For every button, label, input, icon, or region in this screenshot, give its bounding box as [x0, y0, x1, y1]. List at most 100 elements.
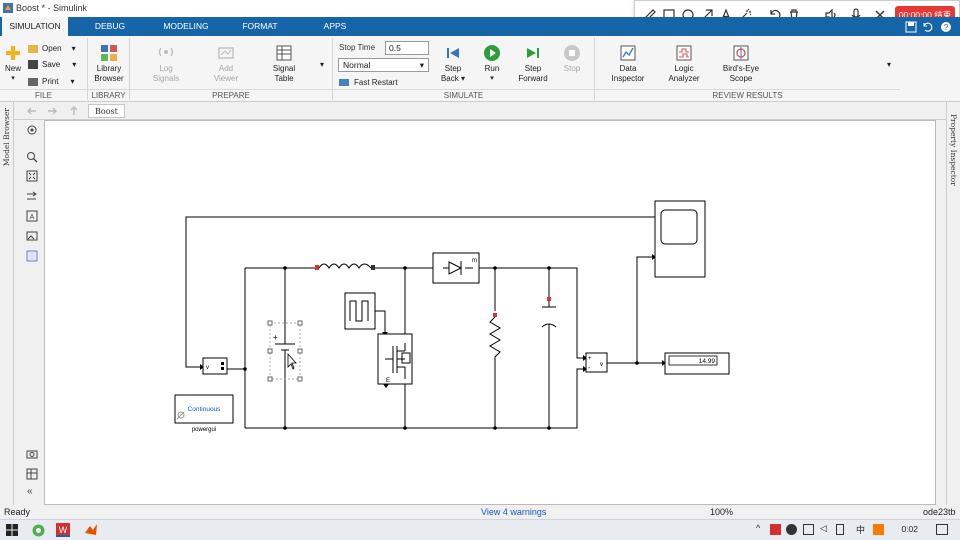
log-signals-button[interactable]: Log Signals	[144, 44, 188, 84]
sum-plus-wire[interactable]	[549, 267, 586, 359]
hide-show-icon[interactable]	[26, 124, 38, 136]
feedback-wire[interactable]	[185, 216, 656, 368]
signal-arrows-icon[interactable]	[26, 190, 38, 202]
scope-block[interactable]	[654, 200, 706, 278]
tray-network-icon[interactable]	[803, 524, 814, 535]
birds-eye-scope-button[interactable]: Bird's-Eye Scope	[715, 44, 767, 84]
sum-block[interactable]: + - v	[585, 352, 608, 373]
camera-icon[interactable]	[26, 448, 38, 460]
library-browser-button[interactable]: Library Browser	[88, 44, 130, 84]
simulation-mode-select[interactable]: Normal ▾	[338, 58, 429, 72]
model-explorer-icon[interactable]	[26, 468, 38, 480]
folder-icon	[28, 44, 38, 53]
breadcrumb[interactable]: Boost	[88, 104, 125, 118]
property-inspector-label[interactable]: Property Inspector	[949, 114, 958, 186]
tray-app-circle-icon[interactable]	[786, 524, 797, 535]
warnings-link[interactable]: View 4 warnings	[481, 507, 547, 517]
save-button[interactable]: Save▾	[28, 58, 76, 72]
block-diagram: m E	[174, 200, 730, 433]
mosfet-block[interactable]: E	[377, 333, 413, 388]
area-icon[interactable]	[26, 250, 38, 262]
step-forward-button[interactable]: Step Forward	[515, 44, 551, 84]
capacitor-block[interactable]	[541, 297, 557, 333]
mouse-cursor-icon	[287, 352, 297, 370]
tray-chevron-icon[interactable]: ^	[756, 523, 761, 533]
resistor-block[interactable]	[489, 313, 501, 368]
annotation-icon[interactable]: A	[26, 210, 38, 222]
forward-arrow-icon[interactable]	[46, 105, 58, 117]
tab-debug[interactable]: DEBUG	[94, 21, 126, 31]
voltage-measurement-block[interactable]: v	[202, 357, 228, 375]
zoom-icon[interactable]	[26, 151, 38, 163]
scope-input-wire[interactable]	[636, 256, 655, 363]
property-inspector-strip[interactable]: Property Inspector	[946, 102, 960, 508]
ribbon-tabs: SIMULATION DEBUG MODELING FORMAT APPS ?	[0, 17, 960, 36]
tab-simulation[interactable]: SIMULATION	[2, 17, 68, 36]
step-back-button[interactable]: Step Back ▾	[437, 44, 469, 84]
model-browser-strip[interactable]: Model Browser	[0, 102, 14, 508]
review-results-section: Data Inspector Logic Analyzer Bird's-Eye…	[595, 38, 900, 100]
taskbar-clock: 0:02	[901, 524, 918, 534]
fit-view-icon[interactable]	[26, 170, 38, 182]
birds-eye-icon	[733, 45, 749, 61]
browser-app-icon[interactable]	[32, 524, 45, 537]
new-button[interactable]: New ▾	[2, 44, 24, 84]
up-arrow-icon[interactable]	[68, 105, 80, 117]
pulse-generator-block[interactable]	[344, 292, 376, 330]
vm-output-label: v	[206, 365, 209, 371]
step-back-icon	[447, 48, 459, 58]
solver-name[interactable]: ode23tb	[923, 507, 956, 517]
chevron-down-icon: ▾	[419, 60, 424, 70]
library-grid-icon	[101, 45, 117, 61]
tab-format[interactable]: FORMAT	[242, 21, 278, 31]
display-block[interactable]: 14.99	[664, 352, 730, 375]
matlab-app-icon[interactable]	[84, 523, 98, 537]
save-quick-icon[interactable]	[905, 21, 917, 33]
data-inspector-button[interactable]: Data Inspector	[605, 44, 651, 84]
svg-text:A: A	[30, 214, 35, 221]
help-icon[interactable]: ?	[940, 21, 952, 33]
logic-analyzer-button[interactable]: Logic Analyzer	[661, 44, 707, 84]
open-button[interactable]: Open▾	[28, 42, 76, 56]
diode-m-label: m	[472, 258, 477, 264]
tray-battery-icon[interactable]	[836, 524, 844, 535]
tray-app-red-icon[interactable]	[770, 524, 781, 535]
stop-time-input[interactable]: 0.5	[385, 41, 429, 55]
printer-icon	[28, 77, 38, 86]
pulse-wire[interactable]	[375, 310, 386, 336]
zoom-level: 100%	[710, 507, 734, 517]
tray-volume-icon[interactable]: ◁	[820, 523, 827, 533]
notification-icon[interactable]	[936, 524, 948, 535]
print-button[interactable]: Print▾	[28, 75, 74, 89]
ime-indicator[interactable]: 中	[856, 525, 866, 535]
image-icon[interactable]	[26, 230, 38, 242]
wps-app-icon[interactable]: W	[56, 523, 70, 537]
signal-table-button[interactable]: Signal Table	[262, 44, 306, 84]
inductor-block[interactable]	[315, 263, 375, 270]
tab-apps[interactable]: APPS	[323, 21, 347, 31]
collapse-icon[interactable]: «	[27, 486, 33, 497]
tray-app-orange-icon[interactable]	[873, 524, 884, 535]
stop-button[interactable]: Stop	[557, 44, 587, 74]
simulink-logo-icon	[3, 3, 13, 13]
magic-wand-icon[interactable]	[738, 8, 752, 22]
bottom-rail-wire[interactable]	[245, 368, 586, 429]
windows-start-icon[interactable]	[6, 524, 18, 536]
undo-quick-icon[interactable]	[922, 21, 934, 33]
prepare-expand-icon[interactable]: ▾	[320, 60, 325, 69]
tab-modeling[interactable]: MODELING	[163, 21, 209, 31]
battery-plus-label: +	[273, 333, 278, 342]
display-value: 14.99	[699, 358, 716, 365]
model-canvas[interactable]: m E	[44, 120, 936, 505]
back-arrow-icon[interactable]	[26, 105, 38, 117]
text-icon[interactable]	[719, 8, 733, 22]
review-expand-icon[interactable]: ▾	[887, 60, 892, 69]
diode-block[interactable]: m	[432, 252, 480, 284]
run-button[interactable]: Run ▾	[476, 44, 508, 84]
fast-restart-icon	[339, 79, 349, 87]
powergui-block[interactable]: Continuous powergui	[174, 394, 234, 433]
fast-restart-toggle[interactable]: Fast Restart	[339, 76, 398, 90]
dc-voltage-source-block[interactable]: +	[267, 320, 303, 382]
add-viewer-button[interactable]: Add Viewer	[204, 44, 248, 84]
model-browser-label[interactable]: Model Browser	[2, 108, 11, 167]
